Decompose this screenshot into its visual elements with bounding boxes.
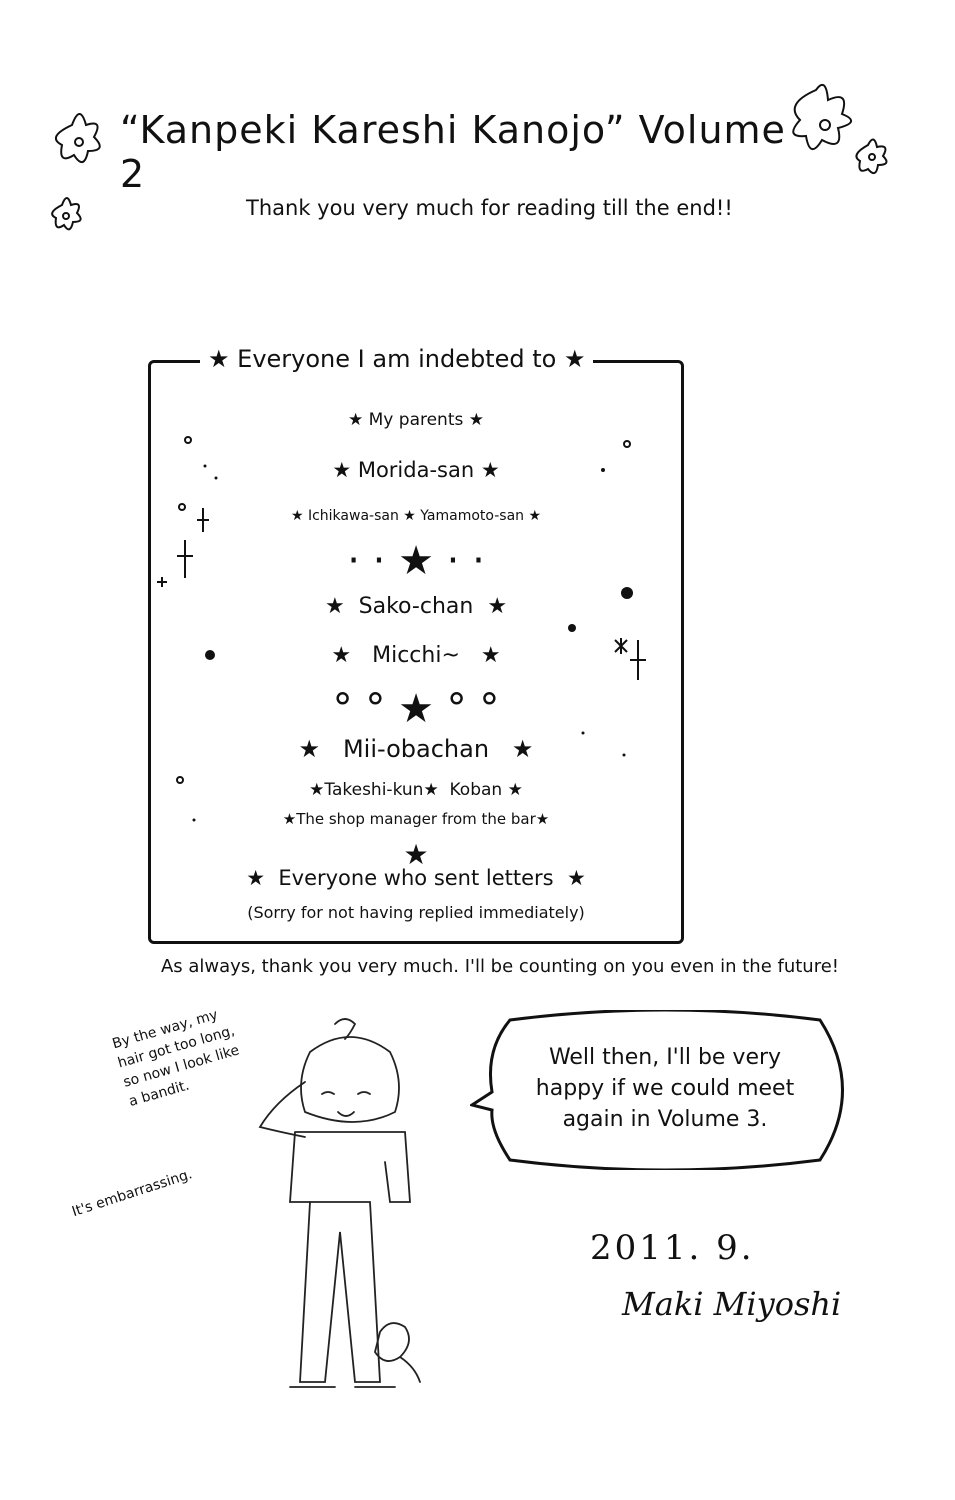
credit-apology: (Sorry for not having replied immediatel… <box>247 903 585 922</box>
credit-micchi: ★ Micchi~ ★ <box>331 643 501 668</box>
credit-ichikawa-yamamoto: ★ Ichikawa-san ★ Yamamoto-san ★ <box>290 508 542 524</box>
star-icon: · · ★ · · <box>347 538 485 584</box>
star-icon: ° ° ★ ° ° <box>332 686 500 732</box>
thanks-line: As always, thank you very much. I'll be … <box>160 956 839 977</box>
credit-sako: ★ Sako-chan ★ <box>324 594 508 619</box>
speech-bubble-text: Well then, I'll be very happy if we coul… <box>535 1045 795 1132</box>
date: 2011. 9. <box>590 1228 755 1268</box>
signature: Maki Miyoshi <box>622 1285 842 1323</box>
credit-morida: ★ Morida-san ★ <box>332 458 500 482</box>
speech-bubble <box>470 1010 844 1170</box>
credits-heading: ★ Everyone I am indebted to ★ <box>200 345 594 373</box>
page-title: “Kanpeki Kareshi Kanojo” Volume 2 <box>120 108 786 196</box>
star-icon: ★ <box>403 838 429 871</box>
credit-shop-manager: ★The shop manager from the bar★ <box>282 810 550 828</box>
star-icon: ★ <box>208 345 230 373</box>
flower-icon <box>51 197 82 231</box>
author-illustration <box>258 1018 421 1388</box>
credit-mii-obachan: ★ Mii-obachan ★ <box>298 735 534 763</box>
credit-takeshi-koban: ★Takeshi-kun★ Koban ★ <box>309 780 523 800</box>
flower-icon <box>54 113 101 163</box>
flower-doodles <box>51 83 888 231</box>
credit-parents: ★ My parents ★ <box>347 410 485 430</box>
credit-letters: ★ Everyone who sent letters ★ <box>246 866 586 890</box>
page-subtitle: Thank you very much for reading till the… <box>246 196 733 220</box>
star-icon: ★ <box>563 345 586 373</box>
flower-icon <box>792 83 852 150</box>
flower-icon <box>855 138 888 175</box>
